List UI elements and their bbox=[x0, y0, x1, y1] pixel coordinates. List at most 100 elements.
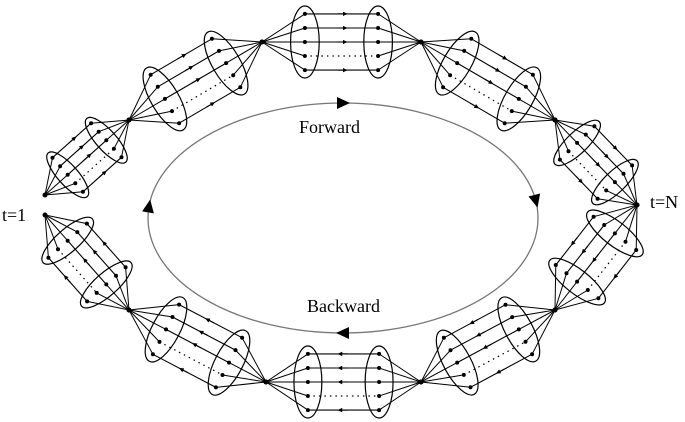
fan-line bbox=[44, 214, 69, 242]
transition-arrow bbox=[198, 330, 208, 336]
fan-line bbox=[44, 165, 61, 196]
transition-arrow bbox=[581, 245, 589, 255]
fan-line bbox=[211, 38, 263, 43]
fan-line bbox=[232, 41, 263, 76]
transition-arrow bbox=[102, 240, 110, 249]
fan-line bbox=[96, 292, 130, 311]
fan-line bbox=[531, 309, 556, 355]
time-start-label: t=1 bbox=[2, 205, 27, 225]
transition-arrow bbox=[177, 53, 187, 60]
fan-line bbox=[378, 353, 422, 383]
fan-line bbox=[261, 41, 306, 57]
fan-line bbox=[44, 214, 49, 258]
transition-arrow bbox=[92, 249, 100, 258]
fan-line bbox=[44, 157, 53, 196]
fan-line bbox=[128, 98, 166, 121]
fan-line bbox=[420, 362, 458, 383]
fan-line bbox=[420, 41, 465, 52]
chain-segment bbox=[126, 30, 265, 132]
fan-line bbox=[128, 86, 159, 121]
ellipsis-lane bbox=[463, 341, 526, 376]
chain-segment bbox=[42, 116, 132, 199]
fan-line bbox=[128, 74, 152, 121]
fan-line bbox=[554, 273, 567, 311]
fan-line bbox=[105, 119, 130, 141]
fan-line bbox=[554, 281, 578, 311]
forward-label: Forward bbox=[299, 117, 360, 137]
fan-line bbox=[554, 119, 587, 136]
fan-line bbox=[554, 119, 569, 152]
fan-line bbox=[265, 381, 309, 411]
transition-arrow bbox=[184, 65, 194, 72]
fan-line bbox=[378, 381, 422, 411]
backward-label: Backward bbox=[307, 296, 380, 316]
fan-line bbox=[420, 41, 451, 76]
fan-line bbox=[518, 98, 556, 121]
fan-line bbox=[554, 119, 561, 160]
hub-dot bbox=[42, 192, 48, 198]
ellipsis-lane bbox=[74, 148, 115, 184]
fan-line bbox=[44, 191, 83, 196]
fan-line bbox=[228, 362, 267, 383]
hub-dot bbox=[418, 39, 424, 45]
fan-line bbox=[614, 204, 638, 234]
fan-line bbox=[377, 13, 422, 43]
backward-arrow bbox=[336, 327, 349, 339]
fan-line bbox=[512, 309, 556, 318]
fan-line bbox=[44, 214, 88, 225]
fan-line bbox=[222, 374, 267, 383]
hub-dot bbox=[126, 117, 132, 123]
fan-line bbox=[603, 204, 638, 226]
fan-line bbox=[44, 214, 59, 250]
transition-arrow bbox=[205, 318, 215, 324]
transition-arrow bbox=[613, 270, 621, 280]
fan-line bbox=[98, 119, 130, 133]
chain-layer bbox=[41, 5, 644, 419]
transition-arrow bbox=[592, 159, 601, 167]
fan-line bbox=[505, 304, 556, 311]
fan-line bbox=[554, 119, 578, 144]
cycle-layer bbox=[142, 97, 541, 339]
fan-line bbox=[420, 374, 464, 383]
fan-line bbox=[265, 381, 309, 397]
hub-dot bbox=[634, 202, 640, 208]
fan-line bbox=[44, 214, 78, 233]
fan-line bbox=[128, 304, 180, 311]
fan-line bbox=[554, 289, 589, 311]
transition-arrow bbox=[475, 331, 486, 337]
transition-arrow bbox=[68, 136, 77, 144]
transition-arrow bbox=[469, 318, 479, 325]
transition-arrow bbox=[63, 274, 71, 283]
fan-line bbox=[115, 275, 130, 311]
fan-line bbox=[261, 27, 306, 43]
fan-line bbox=[593, 204, 638, 218]
ellipsis-lane bbox=[57, 248, 98, 294]
fan-line bbox=[265, 367, 309, 383]
fan-line bbox=[623, 173, 638, 206]
fan-line bbox=[525, 309, 556, 343]
forward-arrow bbox=[337, 97, 350, 109]
chain-segment bbox=[259, 5, 424, 79]
fan-line bbox=[554, 297, 599, 311]
time-end-label: t=N bbox=[650, 192, 679, 212]
chain-segment bbox=[263, 345, 424, 419]
fan-line bbox=[504, 119, 556, 124]
fan-line bbox=[532, 74, 556, 121]
transition-arrow bbox=[206, 102, 216, 108]
fan-line bbox=[128, 309, 154, 355]
transition-arrow bbox=[470, 102, 480, 109]
fan-line bbox=[605, 189, 638, 206]
fan-line bbox=[91, 119, 130, 124]
fan-line bbox=[113, 119, 130, 150]
fan-line bbox=[378, 367, 422, 383]
state-dot bbox=[220, 373, 225, 377]
fan-line bbox=[635, 204, 638, 251]
transition-arrow bbox=[83, 153, 92, 161]
hub-dot bbox=[259, 39, 265, 45]
fan-line bbox=[44, 182, 76, 196]
fan-line bbox=[518, 309, 556, 330]
fan-line bbox=[86, 300, 130, 311]
transition-arrow bbox=[76, 144, 85, 153]
fan-line bbox=[239, 41, 263, 88]
